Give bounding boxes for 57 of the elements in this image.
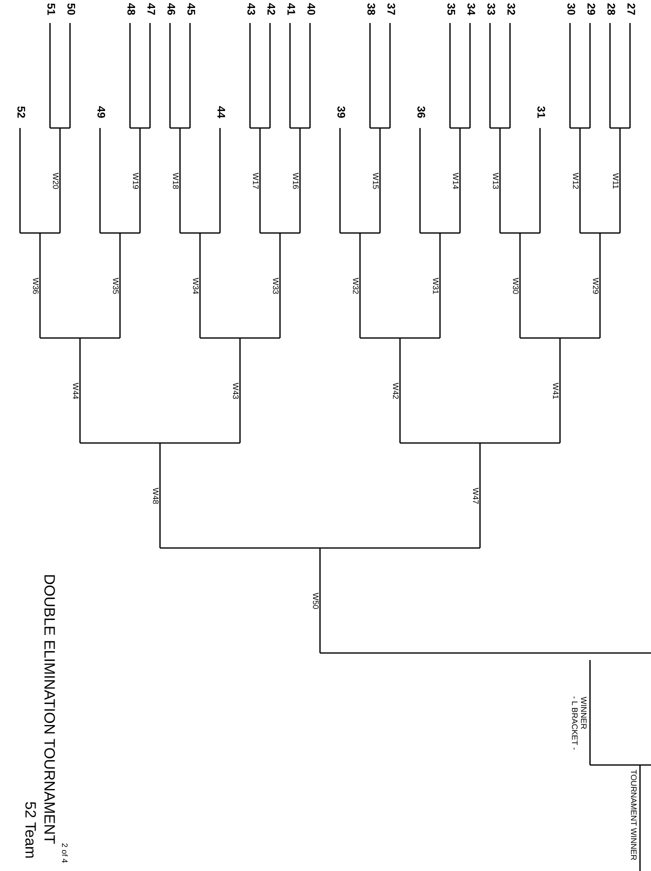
match-label: W33 <box>271 278 279 294</box>
page-number: 2 of 4 <box>60 843 68 863</box>
seed-number: 48 <box>124 3 136 16</box>
seed-number: 39 <box>334 106 346 118</box>
match-label: W15 <box>371 172 379 190</box>
match-label: W20 <box>51 172 59 190</box>
match-label: W29 <box>591 278 599 294</box>
seed-number: 30 <box>564 3 576 16</box>
seed-number: 33 <box>484 3 496 16</box>
seed-number: 42 <box>264 3 276 16</box>
seed-number: 41 <box>284 3 296 16</box>
seed-number: 37 <box>384 3 396 16</box>
subtitle: 52 Team <box>22 801 38 859</box>
seed-number: 45 <box>184 3 196 16</box>
match-label: W42 <box>391 382 399 400</box>
seed-number: 34 <box>464 3 476 16</box>
seed-number: 51 <box>44 3 56 16</box>
match-label: W34 <box>191 278 199 294</box>
match-label: W11 <box>611 173 619 189</box>
seed-number: 44 <box>214 106 226 118</box>
match-label: W43 <box>231 382 239 400</box>
match-label: W50 <box>311 592 319 610</box>
match-label: W36 <box>31 278 39 294</box>
seed-number: 31 <box>534 106 546 118</box>
match-label: W19 <box>131 172 139 190</box>
match-label: W18 <box>171 172 179 190</box>
match-label: W12 <box>571 172 579 190</box>
seed-number: 43 <box>244 3 256 16</box>
seed-number: 47 <box>144 3 156 16</box>
match-label: W17 <box>251 172 259 190</box>
match-label: W31 <box>431 278 439 294</box>
seed-number: 40 <box>304 3 316 16</box>
seed-number: 50 <box>64 3 76 16</box>
seed-number: 52 <box>14 106 26 118</box>
match-label: W13 <box>491 172 499 190</box>
seed-number: 38 <box>364 3 376 16</box>
winner-label: TOURNAMENT WINNER <box>629 770 637 860</box>
seed-number: 36 <box>414 106 426 118</box>
winner-label: WINNER <box>579 696 587 730</box>
match-label: W47 <box>471 488 479 504</box>
match-label: W30 <box>511 278 519 294</box>
match-label: W44 <box>71 382 79 400</box>
seed-number: 29 <box>584 3 596 16</box>
seed-number: 28 <box>604 3 616 16</box>
seed-number: 46 <box>164 3 176 16</box>
match-label: W48 <box>151 488 159 504</box>
title: DOUBLE ELIMINATION TOURNAMENT <box>42 574 56 844</box>
seed-number: 32 <box>504 3 516 16</box>
match-label: W35 <box>111 278 119 294</box>
winner-label: - L BRACKET - <box>570 696 578 750</box>
match-label: W32 <box>351 278 359 294</box>
match-label: W41 <box>551 382 559 400</box>
match-label: W14 <box>451 172 459 190</box>
seed-number: 27 <box>624 3 636 16</box>
seed-number: 49 <box>94 106 106 118</box>
match-label: W16 <box>291 172 299 190</box>
seed-number: 35 <box>444 3 456 16</box>
